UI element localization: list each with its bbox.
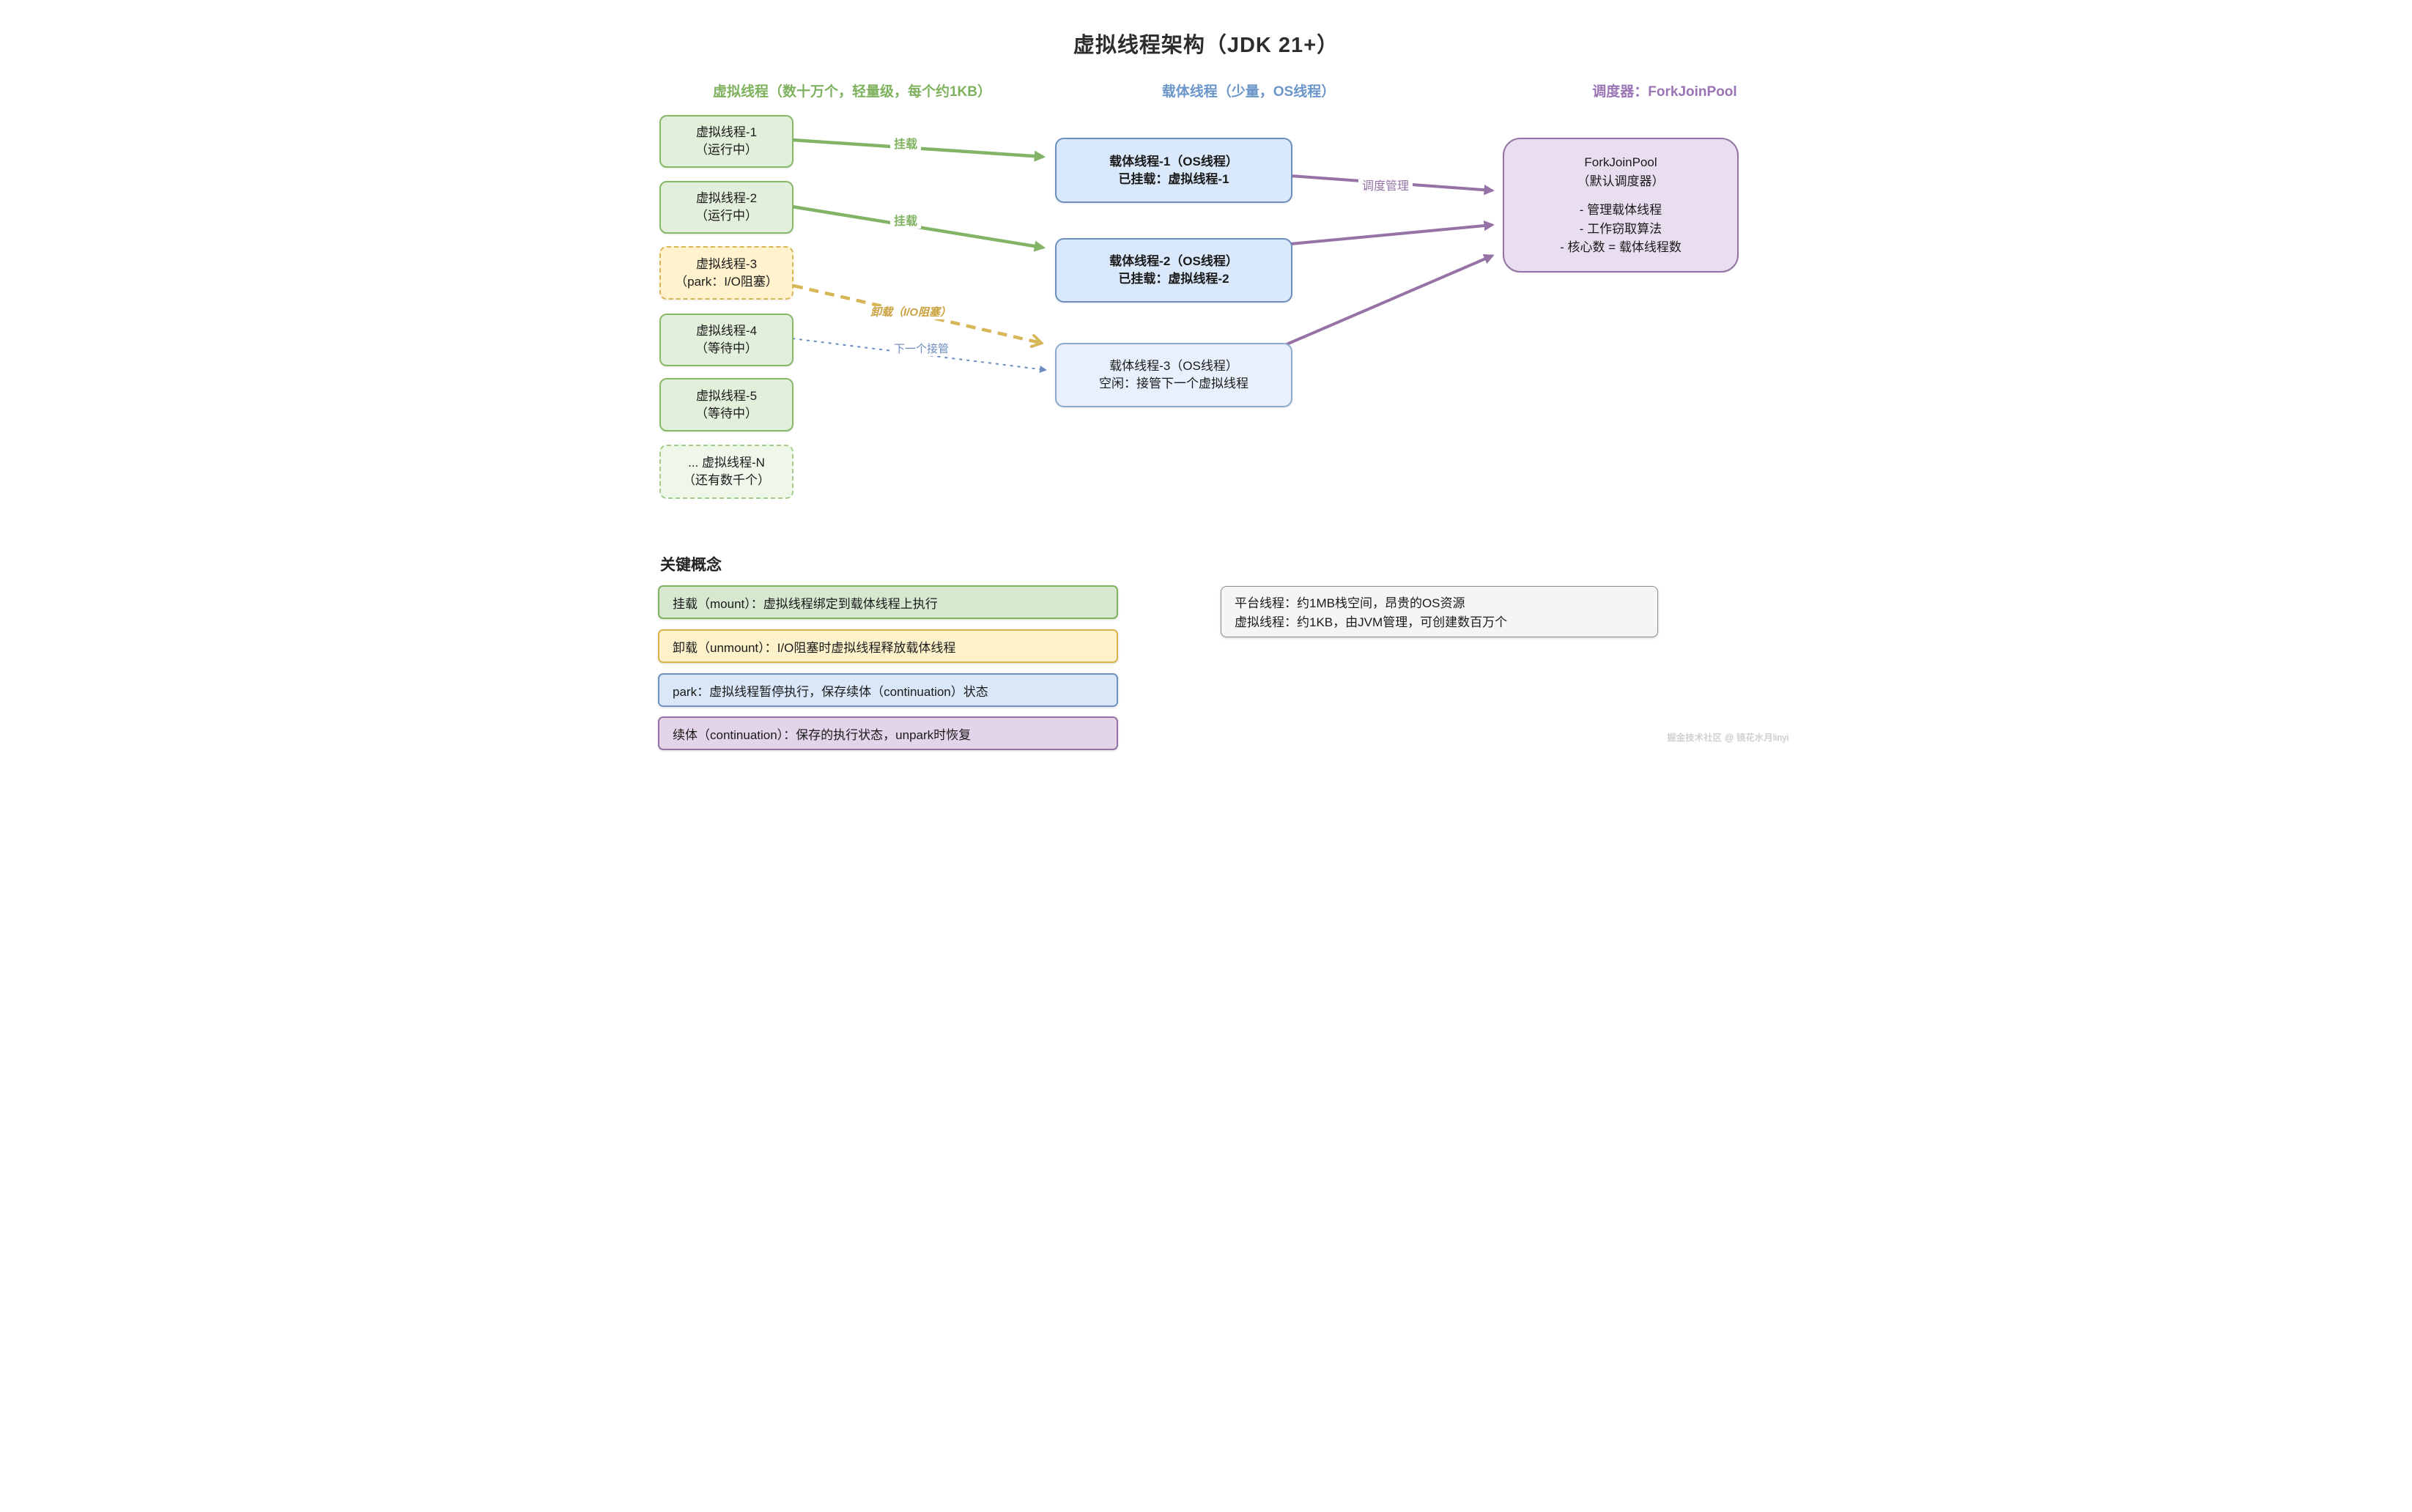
carrier-thread-name: 载体线程-3（OS线程） [1109,359,1238,374]
virtual-thread-info: 虚拟线程：约1KB，由JVM管理，可创建数百万个 [1235,615,1508,630]
carrier-thread-name: 载体线程-2（OS线程） [1109,254,1238,269]
scheduler-subtitle: （默认调度器） [1577,174,1665,188]
unmount-arrow-label: 卸载（I/O阻塞） [867,306,955,319]
virtual-thread-state: （运行中） [695,209,758,223]
virtual-thread-state: （还有数千个） [683,473,770,487]
virtual-thread-name: 虚拟线程-2 [695,191,758,206]
scheduler-bullet-2: - 工作窃取算法 [1579,221,1662,236]
column-header-scheduler: 调度器：ForkJoinPool [1592,84,1737,100]
virtual-thread-name: 虚拟线程-5 [695,388,758,403]
scheduler-name: ForkJoinPool [1584,155,1657,170]
virtual-thread-state: （等待中） [695,406,758,420]
carrier-thread-mounted: 已挂载：虚拟线程-1 [1118,171,1229,186]
virtual-thread-name: 虚拟线程-3 [695,256,758,271]
virtual-thread-2-box: 虚拟线程-2 （运行中） [659,181,793,234]
virtual-thread-name: ... 虚拟线程-N [688,456,765,470]
carrier-thread-1-box: 载体线程-1（OS线程） 已挂载：虚拟线程-1 [1055,138,1292,203]
virtual-thread-1-box: 虚拟线程-1 （运行中） [659,115,793,168]
forkjoinpool-box: ForkJoinPool （默认调度器） - 管理载体线程 - 工作窃取算法 -… [1503,138,1739,273]
concept-unmount: 卸载（unmount）：I/O阻塞时虚拟线程释放载体线程 [658,629,1118,663]
virtual-thread-name: 虚拟线程-1 [695,125,758,140]
mount-arrow-label-1: 挂载 [890,138,922,152]
carrier-thread-idle-state: 空闲：接管下一个虚拟线程 [1099,377,1248,390]
virtual-thread-4-box: 虚拟线程-4 （等待中） [659,314,793,366]
schedule-arrow-2 [1290,220,1495,245]
schedule-arrow-3 [1286,253,1495,346]
column-header-carrier-threads: 载体线程（少量，OS线程） [1161,84,1336,100]
thread-comparison-info-box: 平台线程：约1MB栈空间，昂贵的OS资源 虚拟线程：约1KB，由JVM管理，可创… [1221,586,1658,637]
concept-continuation: 续体（continuation）：保存的执行状态，unpark时恢复 [658,716,1118,750]
carrier-thread-3-box: 载体线程-3（OS线程） 空闲：接管下一个虚拟线程 [1055,343,1292,407]
virtual-thread-state: （运行中） [695,143,758,157]
column-header-virtual-threads: 虚拟线程（数十万个，轻量级，每个约1KB） [712,84,991,100]
virtual-thread-3-box: 虚拟线程-3 （park：I/O阻塞） [659,246,793,300]
virtual-thread-n-box: ... 虚拟线程-N （还有数千个） [659,445,793,499]
virtual-thread-name: 虚拟线程-4 [695,324,758,338]
key-concepts-heading: 关键概念 [660,557,722,574]
carrier-thread-name: 载体线程-1（OS线程） [1109,154,1238,168]
carrier-thread-mounted: 已挂载：虚拟线程-2 [1118,272,1229,286]
carrier-thread-2-box: 载体线程-2（OS线程） 已挂载：虚拟线程-2 [1055,238,1292,303]
platform-thread-info: 平台线程：约1MB栈空间，昂贵的OS资源 [1235,596,1465,610]
takeover-arrow-label: 下一个接管 [890,343,953,356]
concept-mount: 挂载（mount）：虚拟线程绑定到载体线程上执行 [658,585,1118,619]
concept-park: park：虚拟线程暂停执行，保存续体（continuation）状态 [658,673,1118,707]
schedule-arrow-label: 调度管理 [1358,179,1413,194]
virtual-thread-state: （等待中） [695,341,758,355]
page-title: 虚拟线程架构（JDK 21+） [1073,34,1339,57]
watermark: 掘金技术社区 @ 镜花水月linyi [1667,733,1789,743]
virtual-thread-state: （park：I/O阻塞） [675,274,778,289]
virtual-thread-5-box: 虚拟线程-5 （等待中） [659,378,793,431]
scheduler-bullet-3: - 核心数 = 载体线程数 [1560,240,1682,255]
diagram-canvas: 虚拟线程架构（JDK 21+） 虚拟线程（数十万个，轻量级，每个约1KB） 载体… [603,0,1809,756]
mount-arrow-label-2: 挂载 [890,215,922,229]
scheduler-bullet-1: - 管理载体线程 [1579,203,1662,218]
